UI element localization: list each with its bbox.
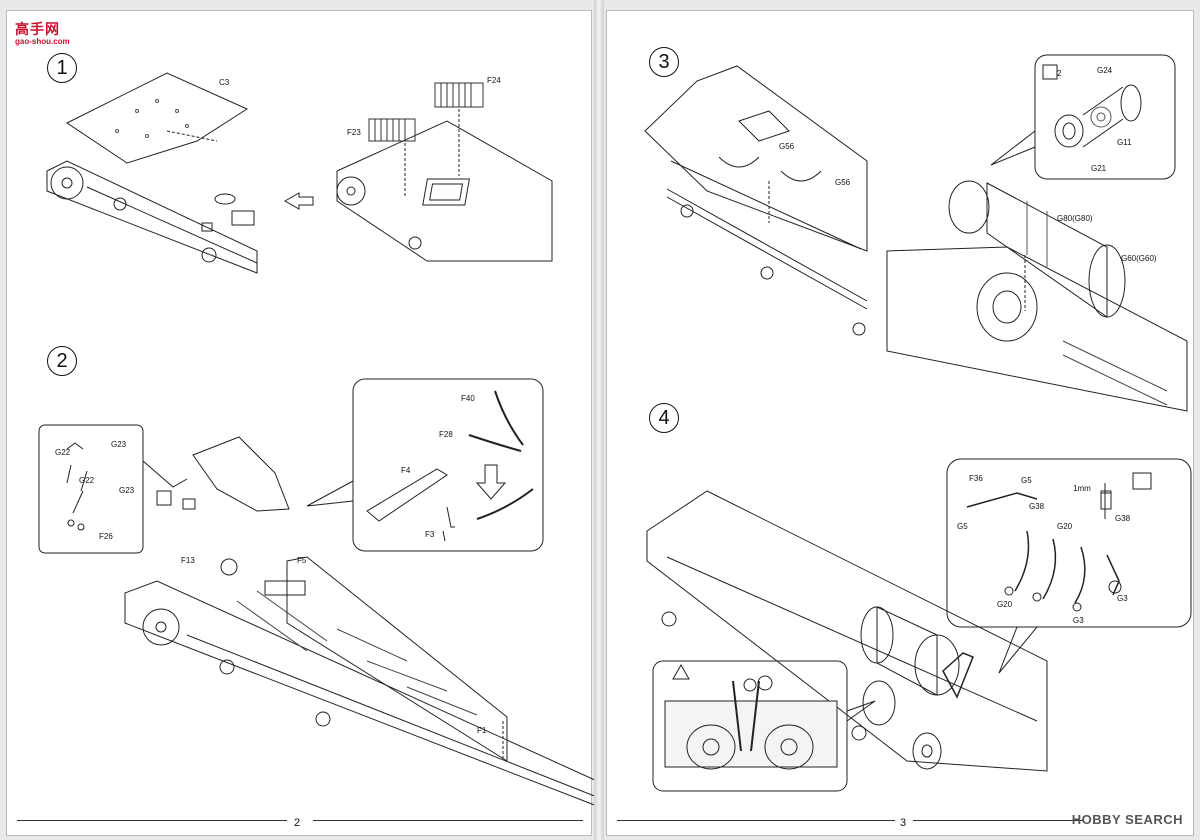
page-number-right: 3 bbox=[900, 817, 907, 829]
inset-step3-frame bbox=[1034, 54, 1176, 180]
label-g80: G80(G80) bbox=[1057, 214, 1093, 223]
label-g56-upper: G56 bbox=[779, 142, 795, 151]
label-g38-b: G38 bbox=[1115, 514, 1131, 523]
label-g23-bottom: G23 bbox=[119, 486, 135, 495]
inset-step4-frame bbox=[946, 458, 1192, 628]
footer-line-left-b bbox=[313, 820, 583, 821]
footer-line-right-b bbox=[913, 820, 1083, 821]
inset-right-frame bbox=[352, 378, 544, 552]
label-f40: F40 bbox=[461, 394, 475, 403]
footer-line-left-a bbox=[17, 820, 287, 821]
spine-gutter bbox=[594, 0, 604, 840]
label-f28: F28 bbox=[439, 430, 453, 439]
label-f24: F24 bbox=[487, 76, 501, 85]
label-g20-a: G20 bbox=[1057, 522, 1073, 531]
watermark-cn: 高手网 bbox=[15, 21, 60, 37]
label-c3: C3 bbox=[219, 78, 230, 87]
label-g23-top: G23 bbox=[111, 440, 127, 449]
label-f26: F26 bbox=[99, 532, 113, 541]
label-g56-lower: G56 bbox=[835, 178, 851, 187]
plate-c3 bbox=[66, 72, 249, 164]
watermark-logo: 高手网 gao-shou.com bbox=[15, 19, 70, 46]
label-g60: G60(G60) bbox=[1121, 254, 1157, 263]
label-f3: F3 bbox=[425, 530, 435, 539]
label-f23: F23 bbox=[347, 128, 361, 137]
label-g3-b: G3 bbox=[1073, 616, 1084, 625]
step-1-drawing: C3 F24 F23 bbox=[46, 72, 553, 274]
label-g38-a: G38 bbox=[1029, 502, 1045, 511]
label-g5-top: G5 bbox=[1021, 476, 1032, 485]
label-g21: G21 bbox=[1091, 164, 1107, 173]
step-1-number: 1 bbox=[47, 53, 77, 83]
label-f1: F1 bbox=[477, 726, 487, 735]
label-g3-a: G3 bbox=[1117, 594, 1128, 603]
step-2-drawing: G22 G23 G22 G23 F26 F13 F5 F40 F28 F4 F3… bbox=[38, 378, 598, 807]
page-right: 3 4 bbox=[606, 10, 1194, 836]
label-1mm: 1mm bbox=[1073, 484, 1091, 493]
step-4-number: 4 bbox=[649, 403, 679, 433]
page-left: 高手网 gao-shou.com 1 2 bbox=[6, 10, 598, 836]
step-2-number: 2 bbox=[47, 346, 77, 376]
label-g22-bottom: G22 bbox=[79, 476, 95, 485]
step-4-drawing: F36 G5 G5 G38 G38 G20 G20 G3 G3 1mm bbox=[646, 458, 1192, 792]
label-g24: G24 bbox=[1097, 66, 1113, 75]
brand-watermark: HOBBY SEARCH bbox=[1071, 812, 1183, 827]
inset-left-frame bbox=[38, 424, 144, 554]
step-3-drawing: 2 G24 G11 G21 G56 G56 G80(G80) G60(G60) bbox=[644, 54, 1188, 412]
step-3-number: 3 bbox=[649, 47, 679, 77]
label-inset-2: 2 bbox=[1057, 69, 1062, 78]
label-g22-top: G22 bbox=[55, 448, 71, 457]
label-g5-left: G5 bbox=[957, 522, 968, 531]
page-number-left: 2 bbox=[294, 817, 301, 829]
label-f36: F36 bbox=[969, 474, 983, 483]
watermark-url: gao-shou.com bbox=[15, 37, 70, 46]
label-f4: F4 bbox=[401, 466, 411, 475]
label-f13: F13 bbox=[181, 556, 195, 565]
label-g20-b: G20 bbox=[997, 600, 1013, 609]
label-f5: F5 bbox=[297, 556, 307, 565]
label-g11: G11 bbox=[1117, 138, 1132, 147]
footer-line-right-a bbox=[617, 820, 895, 821]
inset-warning-frame bbox=[652, 660, 848, 792]
